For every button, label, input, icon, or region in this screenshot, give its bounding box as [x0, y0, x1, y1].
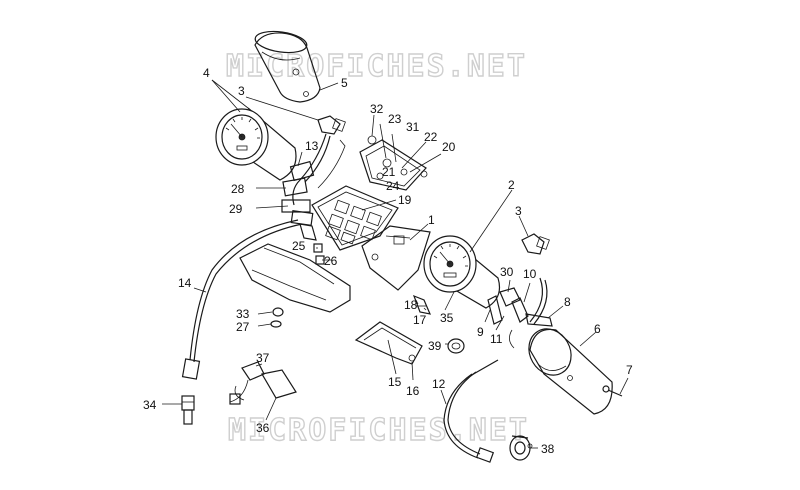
tachometer-cable [181, 219, 303, 380]
callout-39: 39 [428, 339, 442, 353]
tachometer [215, 107, 297, 181]
callout-32: 32 [370, 102, 384, 116]
watermark-bottom: MICROFICHES.NET [228, 413, 529, 448]
callout-37: 37 [256, 351, 270, 365]
cable-fitting-left [181, 395, 195, 425]
callout-5: 5 [341, 76, 348, 90]
lower-guard [354, 321, 423, 365]
callout-20: 20 [442, 140, 456, 154]
screw [602, 385, 623, 397]
callout-30: 30 [500, 265, 514, 279]
callout-35: 35 [440, 311, 454, 325]
mounting-bracket [359, 135, 428, 191]
instrument-cup-left [254, 30, 321, 103]
sensor [412, 294, 432, 315]
callout-31: 31 [406, 120, 420, 134]
callout-13: 13 [305, 139, 319, 153]
watermark-top: MICROFICHES.NET [226, 49, 527, 84]
callout-8: 8 [564, 295, 571, 309]
callout-7: 7 [626, 363, 633, 377]
callout-16: 16 [406, 384, 420, 398]
callout-15: 15 [388, 375, 402, 389]
lower-cover [239, 243, 351, 313]
callout-23: 23 [388, 112, 402, 126]
callout-1: 1 [428, 213, 435, 227]
callout-4: 4 [203, 66, 210, 80]
callout-3-right: 3 [515, 204, 522, 218]
callout-29: 29 [229, 202, 243, 216]
callout-38: 38 [541, 442, 555, 456]
instrument-cup-right [528, 328, 613, 415]
callout-2: 2 [508, 178, 515, 192]
bulb-holder-left [292, 115, 346, 206]
callout-6: 6 [594, 322, 601, 336]
callout-labels: 4 5 3 13 28 29 32 23 31 22 20 21 24 19 1… [143, 66, 633, 456]
speedometer [423, 235, 501, 309]
callout-14: 14 [178, 276, 192, 290]
small-fasteners [313, 243, 325, 265]
callout-17: 17 [413, 313, 427, 327]
callout-21: 21 [382, 165, 396, 179]
callout-9: 9 [477, 325, 484, 339]
nut-washer [270, 307, 284, 328]
callout-11: 11 [490, 332, 503, 346]
callout-19: 19 [398, 193, 412, 207]
callout-22: 22 [424, 130, 438, 144]
speedometer-cable [443, 359, 499, 463]
callout-25: 25 [292, 239, 306, 253]
callout-36: 36 [256, 421, 270, 435]
callout-12: 12 [432, 377, 446, 391]
callout-18: 18 [404, 298, 418, 312]
callout-24: 24 [386, 179, 400, 193]
warning-light-panel [311, 185, 399, 251]
callout-28: 28 [231, 182, 245, 196]
left-connector-cluster [281, 160, 317, 241]
callout-34: 34 [143, 398, 157, 412]
callout-27: 27 [236, 320, 250, 334]
callout-33: 33 [236, 307, 250, 321]
callout-3-left: 3 [238, 84, 245, 98]
leader-lines [162, 79, 629, 449]
callout-10: 10 [523, 267, 537, 281]
callout-26: 26 [324, 254, 338, 268]
grommet [447, 338, 465, 354]
switch-assembly [229, 361, 297, 405]
bulb-holder-right [521, 233, 550, 255]
top-cover [361, 225, 431, 291]
